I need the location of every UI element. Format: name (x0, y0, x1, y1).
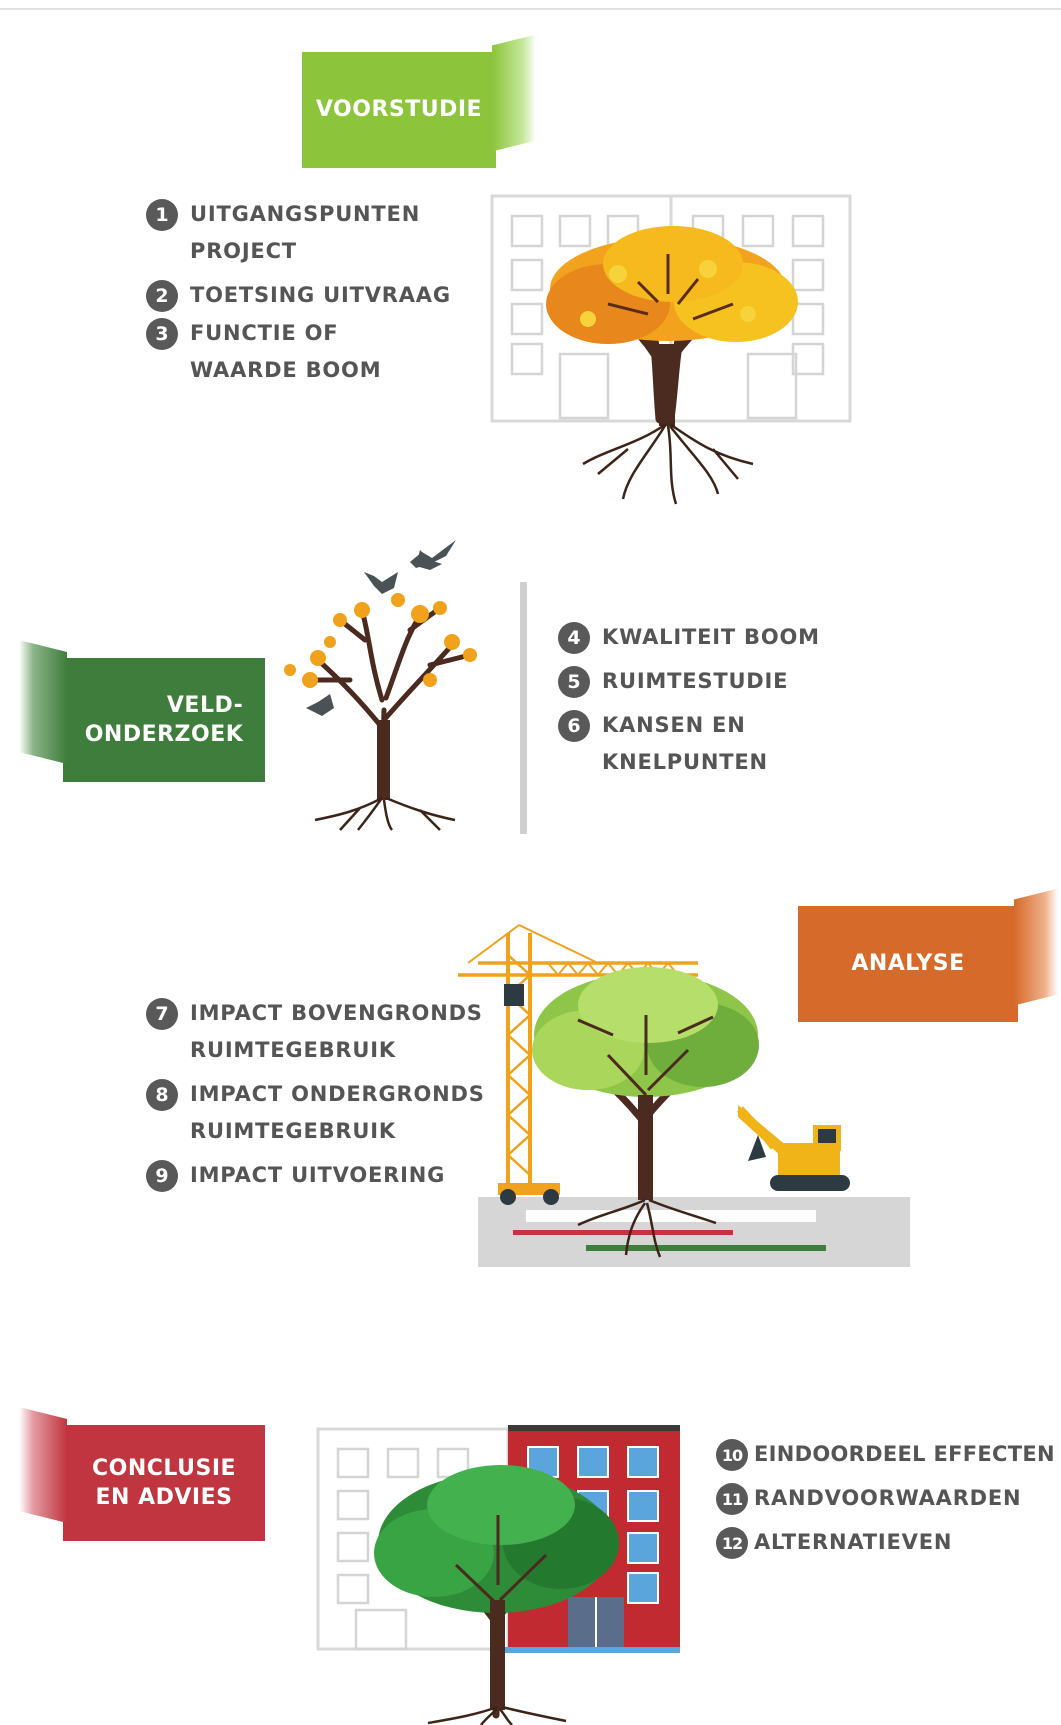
step-label: IMPACT ONDERGRONDS RUIMTEGEBRUIK (190, 1082, 485, 1143)
step-label: RUIMTESTUDIE (602, 669, 789, 693)
steps-voorstudie: 1 UITGANGSPUNTEN PROJECT 2 TOETSING UITV… (146, 197, 476, 403)
step-number-badge: 6 (558, 710, 590, 742)
vertical-divider (520, 582, 527, 834)
step-item: 11 RANDVOORWAARDEN (716, 1481, 1061, 1517)
phase-banner-veldonderzoek: VELD- ONDERZOEK (19, 640, 265, 782)
green-tree-before-red-building-icon (316, 1425, 680, 1725)
step-item: 2 TOETSING UITVRAAG (146, 278, 476, 314)
tree-with-crane-and-excavator-icon (458, 924, 910, 1267)
step-number-badge: 7 (146, 998, 178, 1030)
phase-banner-conclusie: CONCLUSIE EN ADVIES (19, 1407, 265, 1541)
steps-veldonderzoek: 4 KWALITEIT BOOM 5 RUIMTESTUDIE 6 KANSEN… (558, 620, 888, 795)
step-label: RANDVOORWAARDEN (754, 1486, 1022, 1510)
step-label: EINDOORDEEL EFFECTEN (754, 1442, 1055, 1466)
step-label: ALTERNATIEVEN (754, 1530, 953, 1554)
step-number-badge: 5 (558, 666, 590, 698)
step-number-badge: 11 (716, 1483, 748, 1515)
step-item: 12 ALTERNATIEVEN (716, 1525, 1061, 1561)
steps-conclusie: 10 EINDOORDEEL EFFECTEN 11 RANDVOORWAARD… (716, 1437, 1061, 1575)
phase-title: VOORSTUDIE (315, 97, 483, 123)
step-item: 9 IMPACT UITVOERING (146, 1158, 506, 1194)
step-number-badge: 10 (716, 1439, 748, 1471)
phase-banner-voorstudie: VOORSTUDIE (302, 34, 536, 168)
step-number-badge: 2 (146, 280, 178, 312)
step-number-badge: 3 (146, 318, 178, 350)
step-number-badge: 9 (146, 1160, 178, 1192)
phase-title: ANALYSE (851, 951, 965, 977)
phase-banner-analyse: ANALYSE (798, 888, 1058, 1022)
step-label: TOETSING UITVRAAG (190, 283, 451, 307)
phase-title: VELD- ONDERZOEK (84, 692, 244, 747)
step-number-badge: 4 (558, 622, 590, 654)
step-item: 3 FUNCTIE OF WAARDE BOOM (146, 316, 476, 389)
step-label: KWALITEIT BOOM (602, 625, 820, 649)
steps-analyse: 7 IMPACT BOVENGRONDS RUIMTEGEBRUIK 8 IMP… (146, 996, 506, 1208)
step-number-badge: 1 (146, 199, 178, 231)
step-number-badge: 12 (716, 1527, 748, 1559)
step-item: 6 KANSEN EN KNELPUNTEN (558, 708, 888, 781)
phase-title: CONCLUSIE EN ADVIES (91, 1455, 237, 1510)
step-item: 5 RUIMTESTUDIE (558, 664, 888, 700)
step-label: KANSEN EN KNELPUNTEN (602, 713, 768, 774)
step-label: FUNCTIE OF WAARDE BOOM (190, 321, 382, 382)
step-label: IMPACT UITVOERING (190, 1163, 446, 1187)
autumn-tree-before-building-icon (490, 194, 852, 505)
bare-tree-with-birds-icon (284, 540, 477, 831)
step-item: 4 KWALITEIT BOOM (558, 620, 888, 656)
step-label: UITGANGSPUNTEN PROJECT (190, 202, 421, 263)
step-item: 7 IMPACT BOVENGRONDS RUIMTEGEBRUIK (146, 996, 506, 1069)
top-border (0, 8, 1061, 10)
step-item: 1 UITGANGSPUNTEN PROJECT (146, 197, 476, 270)
step-item: 8 IMPACT ONDERGRONDS RUIMTEGEBRUIK (146, 1077, 506, 1150)
step-label: IMPACT BOVENGRONDS RUIMTEGEBRUIK (190, 1001, 483, 1062)
step-number-badge: 8 (146, 1079, 178, 1111)
step-item: 10 EINDOORDEEL EFFECTEN (716, 1437, 1061, 1473)
